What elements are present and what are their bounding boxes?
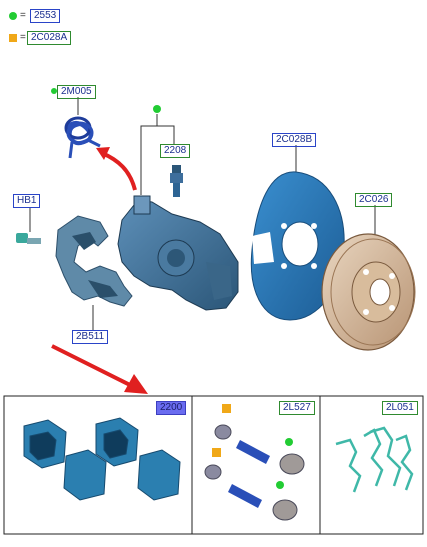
label-spring: 2M005 (57, 85, 96, 99)
green-dot-icon (51, 88, 57, 94)
label-disc: 2C026 (355, 193, 393, 207)
label-bleeder: 2208 (160, 144, 191, 158)
label-kit-pads: 2200 (156, 401, 187, 415)
splash-shield (250, 171, 345, 321)
anti-rattle-clips (335, 426, 414, 493)
bleeder-screw (170, 165, 183, 197)
brake-pads (23, 417, 181, 501)
legend-code-2553: 2553 (30, 9, 61, 23)
label-bolt: HB1 (13, 194, 41, 208)
legend-equals-2: = (20, 32, 26, 43)
label-kit-guide-pins: 2L527 (279, 401, 315, 415)
caliper-bolt (16, 233, 41, 244)
brake-disc (321, 233, 416, 351)
red-arrow-to-kits (51, 344, 148, 394)
hold-down-spring (64, 116, 101, 159)
legend-code-2c028a: 2C028A (27, 31, 72, 45)
green-dot-icon (153, 105, 161, 113)
red-curved-arrow (96, 147, 137, 191)
orange-square-icon (9, 34, 17, 42)
caliper-bracket (55, 215, 133, 307)
label-kit-clips: 2L051 (382, 401, 418, 415)
brake-caliper (117, 195, 239, 311)
kit-box-clips (319, 395, 424, 535)
label-bracket: 2B511 (72, 330, 109, 344)
label-splash-shield: 2C028B (272, 133, 317, 147)
leader-lines (29, 97, 376, 330)
green-dot-icon (9, 12, 17, 20)
legend-equals-1: = (20, 10, 26, 21)
guide-pin-kit (204, 404, 305, 521)
